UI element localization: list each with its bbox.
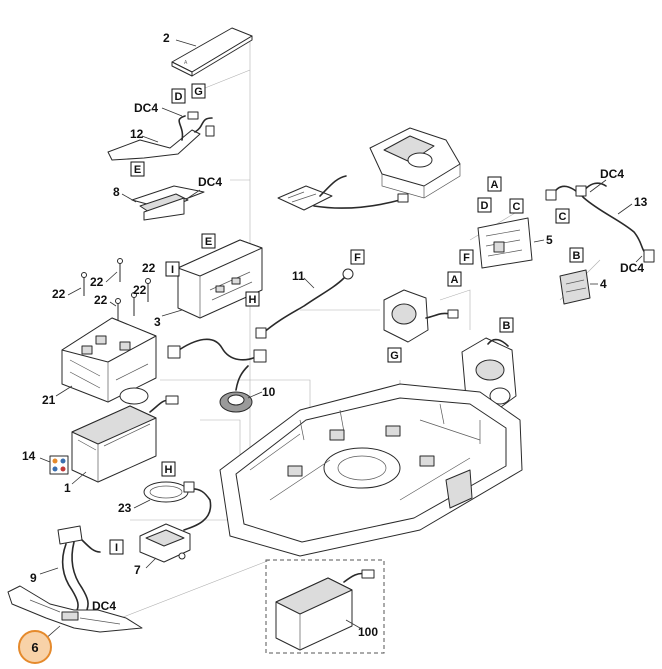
callout-22d: 22	[94, 293, 108, 307]
svg-text:C: C	[559, 211, 567, 223]
connector-g-mid: G	[387, 347, 402, 363]
svg-text:D: D	[481, 200, 489, 212]
display-module[interactable]	[369, 127, 461, 199]
callout-12: 12	[130, 127, 144, 141]
connector-c-13: C	[555, 208, 570, 224]
callout-23: 23	[118, 501, 132, 515]
part-9-cable[interactable]	[57, 525, 101, 613]
screws-22[interactable]	[81, 258, 151, 323]
connector-g-top: G	[191, 83, 206, 99]
svg-text:G: G	[194, 86, 203, 98]
svg-text:F: F	[463, 252, 470, 264]
connector-c-5: C	[509, 198, 524, 214]
dc4-label-13b: DC4	[620, 261, 644, 275]
blade-motor[interactable]	[383, 289, 459, 343]
callout-14: 14	[22, 449, 36, 463]
part-3-holder[interactable]	[177, 239, 263, 319]
svg-text:D: D	[175, 91, 183, 103]
part-10-coil-harness[interactable]	[167, 338, 267, 413]
connector-i-9: I	[109, 539, 124, 555]
svg-text:H: H	[249, 294, 257, 306]
chassis-base[interactable]	[219, 383, 523, 557]
callout-5: 5	[546, 233, 553, 247]
part-23-loop[interactable]	[143, 481, 212, 531]
svg-text:I: I	[171, 264, 174, 276]
dc4-label-13a: DC4	[600, 167, 624, 181]
part-8-bracket[interactable]	[131, 185, 205, 221]
dc4-label-12: DC4	[134, 101, 158, 115]
dc4-label-9: DC4	[92, 599, 116, 613]
svg-text:A: A	[451, 274, 459, 286]
callout-22e: 22	[133, 283, 147, 297]
callout-10: 10	[262, 385, 276, 399]
svg-text:H: H	[165, 464, 173, 476]
part-12-cable-harness[interactable]	[107, 111, 215, 161]
svg-text:E: E	[205, 236, 212, 248]
part-13-cable[interactable]	[545, 182, 655, 263]
part-14-warning-label[interactable]	[49, 455, 69, 475]
svg-text:A: A	[491, 179, 499, 191]
callout-6: 6	[31, 640, 38, 655]
callout-1: 1	[64, 481, 71, 495]
callout-22c: 22	[142, 261, 156, 275]
part-21-housing[interactable]	[61, 317, 157, 405]
connector-a-g: A	[447, 271, 462, 287]
connector-a-5: A	[487, 176, 502, 192]
part-100-dashed-box	[265, 559, 385, 654]
svg-text:C: C	[513, 201, 521, 213]
connector-f-5: F	[459, 249, 474, 265]
connector-h-3: H	[245, 291, 260, 307]
connector-i-3: I	[165, 261, 180, 277]
connector-d-top: D	[171, 88, 186, 104]
svg-text:B: B	[503, 320, 511, 332]
circuit-board-small[interactable]	[277, 175, 409, 211]
part-4-module[interactable]	[559, 269, 591, 305]
callout-11: 11	[292, 269, 305, 283]
svg-text:G: G	[390, 350, 399, 362]
connector-e-12: E	[130, 161, 145, 177]
part-2-cover-plate[interactable]: A	[171, 27, 253, 77]
callout-7: 7	[134, 563, 141, 577]
callout-4: 4	[600, 277, 607, 291]
part-5-control-board[interactable]	[477, 217, 533, 269]
dc4-label-8: DC4	[198, 175, 222, 189]
connector-f-11: F	[350, 249, 365, 265]
callout-100: 100	[358, 625, 378, 639]
connector-e-3: E	[201, 233, 216, 249]
connector-b-motor: B	[499, 317, 514, 333]
callout-9: 9	[30, 571, 37, 585]
svg-text:F: F	[354, 252, 361, 264]
callout-22b: 22	[90, 275, 104, 289]
callout-13: 13	[634, 195, 648, 209]
callout-8: 8	[113, 185, 120, 199]
svg-text:E: E	[134, 164, 141, 176]
part-6-front-sensor-board[interactable]	[7, 585, 143, 633]
connector-d-5: D	[477, 197, 492, 213]
part-11-sensor-cable[interactable]	[255, 268, 354, 339]
callout-22a: 22	[52, 287, 66, 301]
selected-part-highlight[interactable]: 6	[18, 630, 52, 664]
callout-21: 21	[42, 393, 56, 407]
callout-3: 3	[154, 315, 161, 329]
svg-text:A: A	[184, 60, 188, 66]
svg-text:I: I	[115, 542, 118, 554]
svg-text:B: B	[573, 250, 581, 262]
part-100-battery-kit[interactable]	[275, 569, 375, 651]
connector-h-7: H	[161, 461, 176, 477]
part-7-sensor[interactable]	[139, 523, 191, 563]
connector-b-4: B	[569, 247, 584, 263]
callout-2: 2	[163, 31, 170, 45]
part-1-battery-box[interactable]	[71, 395, 179, 483]
